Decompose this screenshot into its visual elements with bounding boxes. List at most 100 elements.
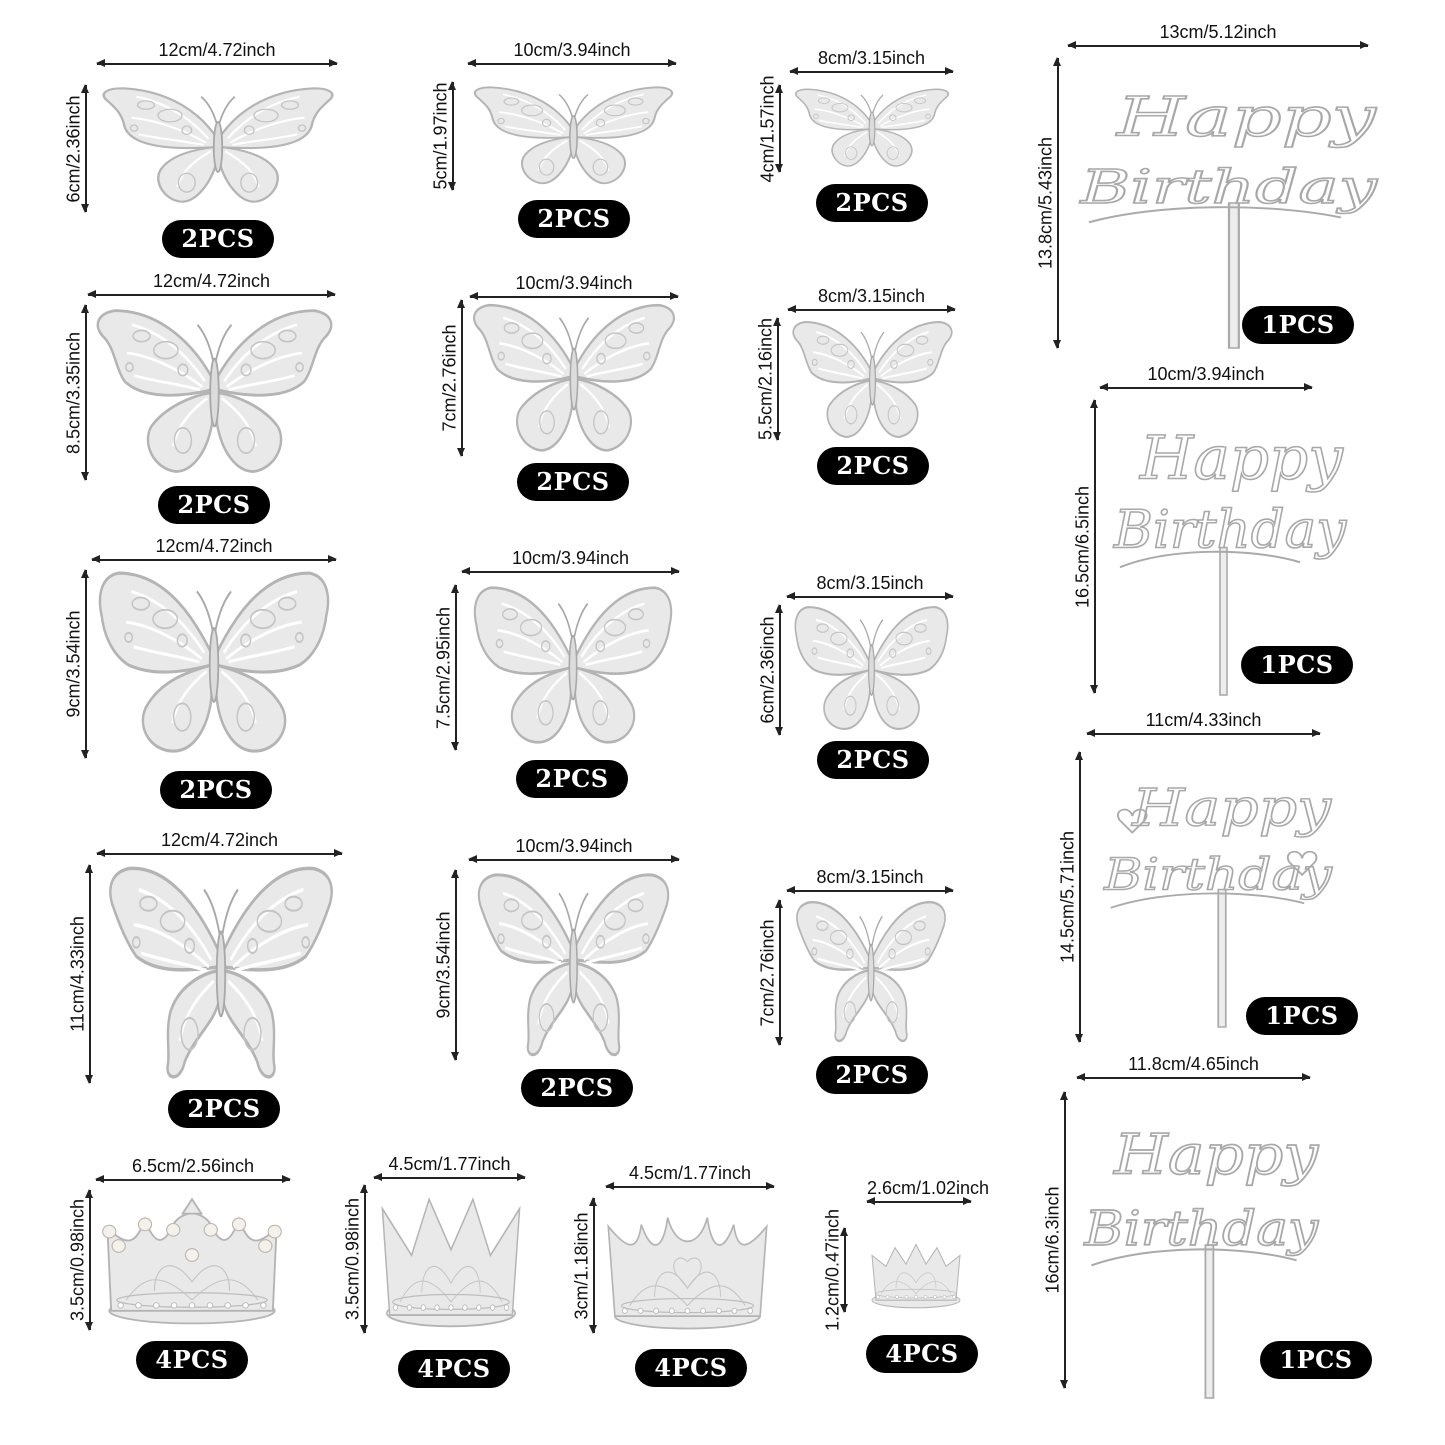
dimension-arrow <box>373 1174 526 1180</box>
topper-2-width-label: 10cm/3.94inch <box>1147 364 1265 384</box>
dimension-arrow <box>461 568 680 574</box>
crown-3-height-label: 3cm/1.18inch <box>571 1211 592 1320</box>
butterfly-wing <box>98 571 216 753</box>
butterfly-1-image <box>102 87 334 203</box>
topper-2-quantity-badge: 1PCS <box>1241 646 1353 684</box>
butterfly-1-height-dimension: 6cm/2.36inch <box>64 84 90 213</box>
dimension-arrow <box>96 60 338 66</box>
dimension-arrow <box>467 60 677 66</box>
dimension-arrow <box>1054 57 1060 349</box>
crown-1-height-dimension: 3.5cm/0.98inch <box>68 1189 94 1331</box>
butterfly-9-height-label: 6cm/2.36inch <box>757 616 778 724</box>
topper-1-height-dimension: 13.8cm/5.43inch <box>1036 57 1062 349</box>
butterfly-2-image <box>473 86 674 185</box>
topper-1-width-dimension: 13cm/5.12inch <box>1067 22 1369 50</box>
butterfly-3-width-dimension: 8cm/3.15inch <box>789 48 954 76</box>
butterfly-wing <box>477 873 575 1057</box>
butterfly-5-image <box>473 303 675 452</box>
butterfly-9-height-dimension: 6cm/2.36inch <box>757 604 784 736</box>
dimension-arrow <box>468 856 680 862</box>
butterfly-3-quantity-badge: 2PCS <box>816 184 928 222</box>
butterfly-3-image <box>795 88 949 167</box>
dimension-arrow <box>776 604 782 736</box>
dimension-arrow <box>590 1197 596 1334</box>
topper-stick <box>1227 202 1240 349</box>
crown-4-quantity-badge: 4PCS <box>866 1335 978 1373</box>
topper-flourish <box>1110 892 1305 909</box>
butterfly-11-quantity-badge: 2PCS <box>521 1069 633 1107</box>
butterfly-12-quantity-badge: 2PCS <box>816 1056 928 1094</box>
butterfly-6-height-dimension: 5.5cm/2.16inch <box>755 317 782 441</box>
crown-2-width-dimension: 4.5cm/1.77inch <box>373 1154 526 1182</box>
butterfly-6-height-label: 5.5cm/2.16inch <box>755 317 776 441</box>
dimension-arrow <box>82 84 88 213</box>
butterfly-wing <box>572 86 674 185</box>
butterfly-wing <box>473 303 576 452</box>
topper-line1: Happy <box>1131 779 1332 839</box>
butterfly-4-height-dimension: 8.5cm/3.35inch <box>64 304 90 481</box>
butterfly-6-image <box>792 321 953 438</box>
crown-2-quantity-badge: 4PCS <box>398 1350 510 1388</box>
topper-1-width-label: 13cm/5.12inch <box>1159 22 1277 42</box>
butterfly-6-width-dimension: 8cm/3.15inch <box>787 286 956 314</box>
butterfly-6-width-label: 8cm/3.15inch <box>817 286 926 306</box>
dimension-arrow <box>786 887 954 893</box>
butterfly-7-width-label: 12cm/4.72inch <box>155 536 273 556</box>
butterfly-wing <box>102 87 220 203</box>
dimension-arrow <box>774 317 780 441</box>
topper-line2: Birthday <box>1113 500 1348 560</box>
heart-icon <box>1117 808 1148 834</box>
butterfly-wing <box>871 321 953 438</box>
butterfly-wing <box>216 87 334 203</box>
butterfly-wing <box>871 88 949 167</box>
topper-3-width-dimension: 11cm/4.33inch <box>1086 710 1321 738</box>
butterfly-1-width-label: 12cm/4.72inch <box>158 40 276 60</box>
topper-4-height-dimension: 16cm/6.3inch <box>1042 1091 1069 1389</box>
butterfly-9-quantity-badge: 2PCS <box>817 741 929 779</box>
dimension-arrow <box>361 1184 367 1334</box>
crown-1-image <box>102 1197 282 1325</box>
topper-flourish <box>1119 550 1301 569</box>
topper-2-height-label: 16.5cm/6.5inch <box>1072 485 1093 608</box>
butterfly-wing <box>473 86 575 185</box>
butterfly-8-height-label: 7.5cm/2.95inch <box>433 606 454 729</box>
topper-4-height-label: 16cm/6.3inch <box>1042 1186 1063 1294</box>
dimension-arrow <box>776 899 782 1046</box>
dimension-arrow <box>86 864 92 1084</box>
crown-1-width-dimension: 6.5cm/2.56inch <box>95 1156 291 1184</box>
dimension-arrow <box>1099 384 1313 390</box>
crown-3-width-label: 4.5cm/1.77inch <box>628 1163 752 1183</box>
dimension-arrow <box>776 84 782 173</box>
topper-flourish <box>1090 1248 1297 1267</box>
butterfly-wing <box>795 88 873 167</box>
topper-1-quantity-badge: 1PCS <box>1242 306 1354 344</box>
butterfly-3-height-dimension: 4cm/1.57inch <box>758 75 784 182</box>
butterfly-5-height-label: 7cm/2.76inch <box>439 324 460 432</box>
topper-4-width-dimension: 11.8cm/4.65inch <box>1076 1054 1311 1082</box>
butterfly-7-quantity-badge: 2PCS <box>160 771 272 809</box>
dimension-arrow <box>1086 730 1321 736</box>
dimension-arrow <box>1076 1074 1311 1080</box>
crown-1-width-label: 6.5cm/2.56inch <box>131 1156 255 1176</box>
topper-3-width-label: 11cm/4.33inch <box>1145 710 1262 730</box>
butterfly-9-image <box>794 606 949 730</box>
butterfly-10-height-dimension: 11cm/4.33inch <box>68 864 94 1084</box>
heart-icon <box>1286 850 1318 877</box>
crown-2-height-label: 3.5cm/0.98inch <box>342 1197 363 1321</box>
butterfly-7-image <box>98 571 330 753</box>
crown-4-height-label: 1.2cm/0.47inch <box>822 1208 843 1332</box>
dimension-arrow <box>1067 42 1369 48</box>
topper-3-quantity-badge: 1PCS <box>1246 997 1358 1035</box>
crown-1-quantity-badge: 4PCS <box>136 1341 248 1379</box>
butterfly-2-quantity-badge: 2PCS <box>518 200 630 238</box>
butterfly-6-quantity-badge: 2PCS <box>817 447 929 485</box>
butterfly-wing <box>212 571 330 753</box>
butterfly-wing <box>870 901 946 1043</box>
dimension-arrow <box>841 1227 847 1313</box>
butterfly-10-width-dimension: 12cm/4.72inch <box>96 830 343 858</box>
butterfly-12-width-dimension: 8cm/3.15inch <box>786 867 954 895</box>
butterfly-2-height-dimension: 5cm/1.97inch <box>431 81 457 191</box>
butterfly-12-image <box>796 901 946 1043</box>
butterfly-12-width-label: 8cm/3.15inch <box>816 867 924 887</box>
butterfly-wing <box>96 309 216 473</box>
